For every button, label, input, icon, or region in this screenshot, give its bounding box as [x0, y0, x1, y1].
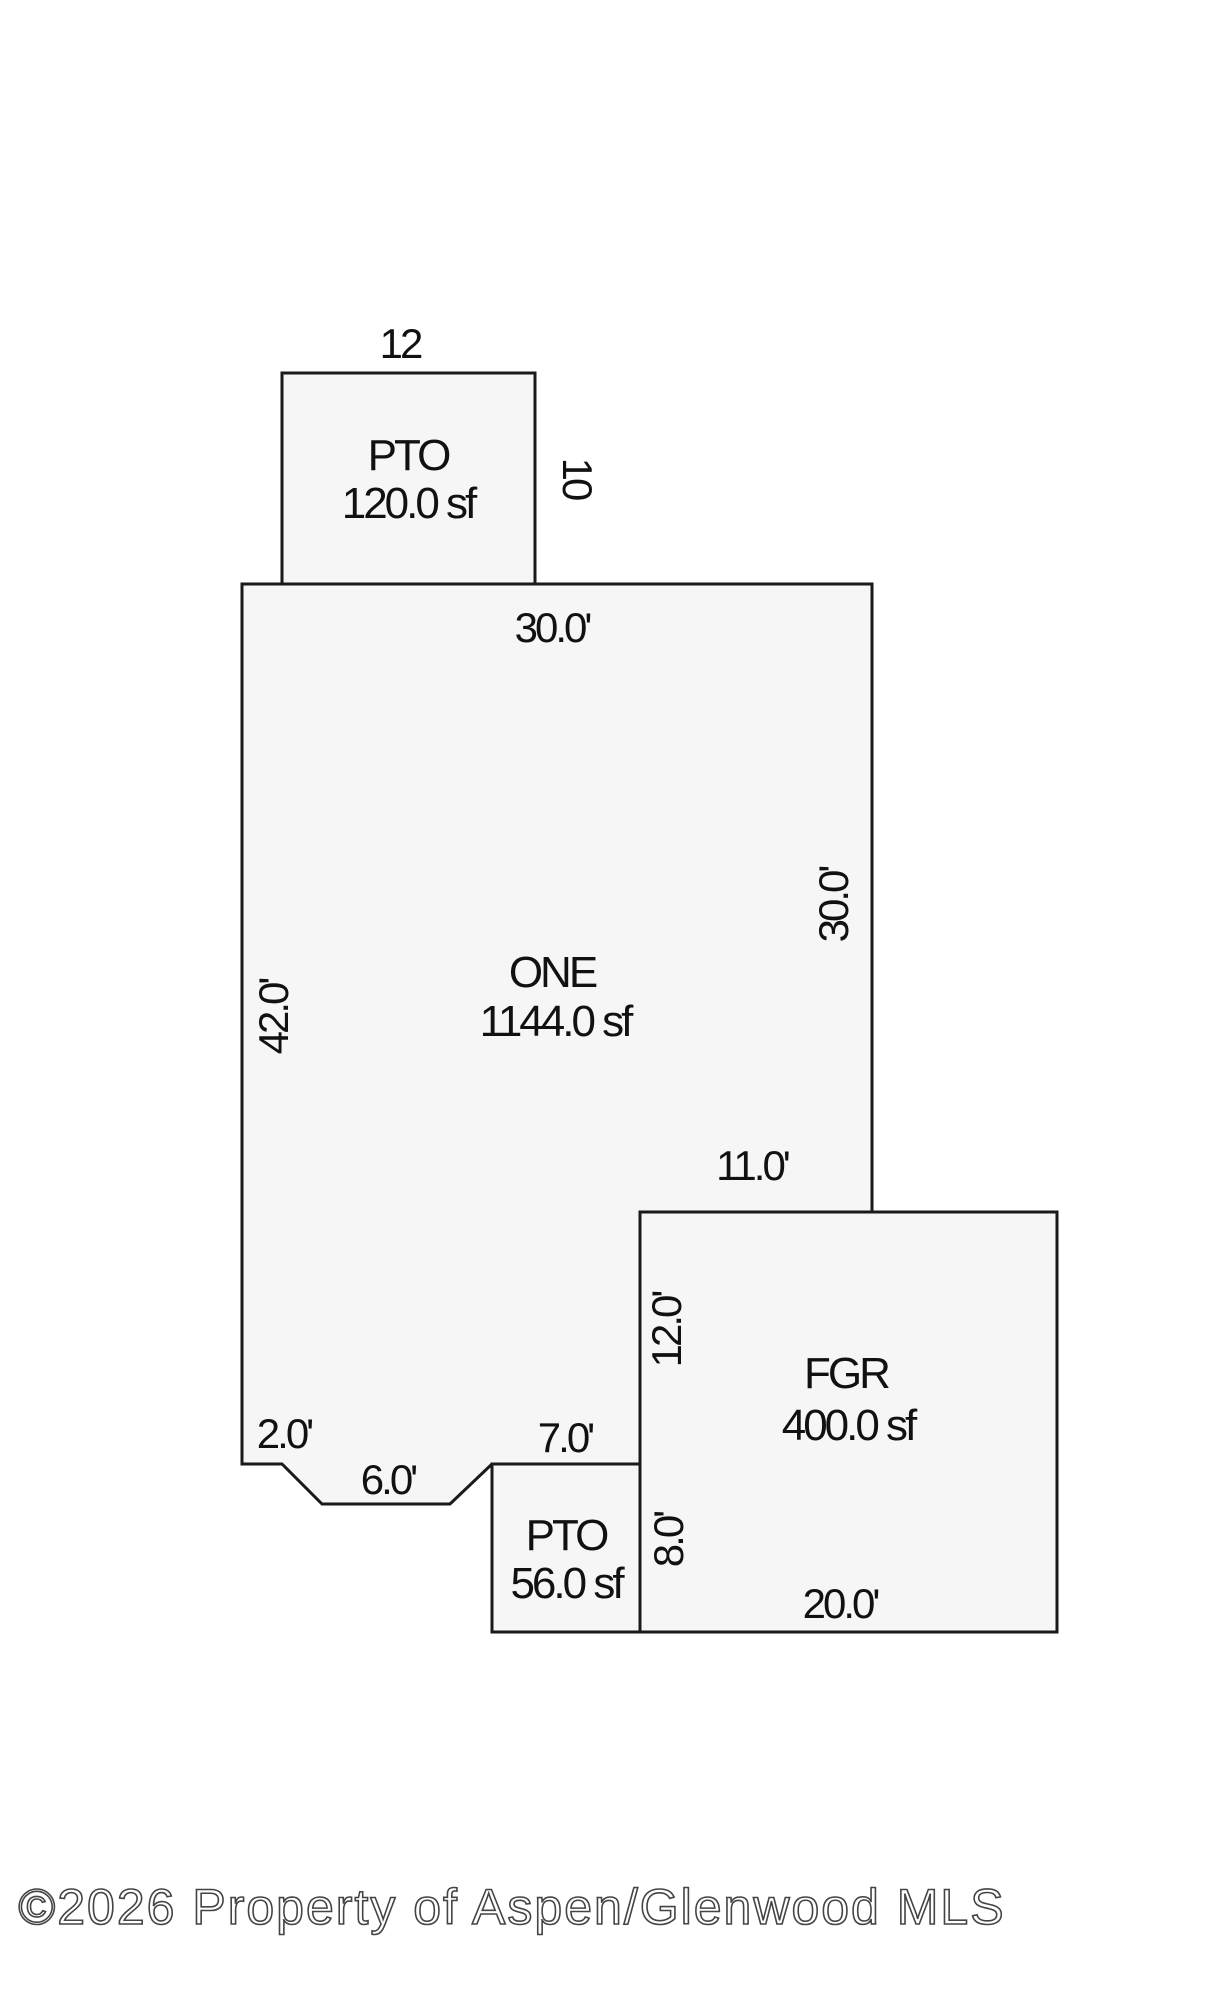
dim-garage-left: 12.0' — [643, 1292, 690, 1368]
dim-patio-top-depth: 10 — [554, 458, 601, 500]
patio-top-name: PTO — [368, 431, 450, 480]
garage-area: 400.0 sf — [782, 1401, 918, 1450]
dim-main-right: 30.0' — [810, 867, 857, 943]
dim-corner-bottom: 6.0' — [361, 1456, 416, 1503]
patio-bottom-name: PTO — [526, 1511, 608, 1560]
patio-top-outline — [280, 371, 537, 586]
main-room-area: 1144.0 sf — [480, 997, 635, 1046]
dim-main-step: 11.0' — [716, 1142, 789, 1189]
watermark: ©2026 Property of Aspen/Glenwood MLS — [18, 1879, 1005, 1935]
patio-bottom-outline — [490, 1462, 642, 1634]
dim-patio-bottom-side: 8.0' — [645, 1512, 692, 1567]
dim-main-top: 30.0' — [515, 604, 591, 651]
dim-notch: 7.0' — [538, 1414, 593, 1461]
dim-main-left: 42.0' — [250, 979, 297, 1055]
dim-garage-bottom: 20.0' — [803, 1580, 879, 1627]
dim-patio-top-width: 12 — [380, 320, 422, 367]
garage-outline — [638, 1210, 1059, 1634]
patio-top-area: 120.0 sf — [342, 479, 478, 528]
garage-name: FGR — [804, 1349, 889, 1398]
dim-corner-left: 2.0' — [257, 1410, 312, 1457]
patio-bottom-area: 56.0 sf — [510, 1559, 625, 1608]
main-room-name: ONE — [509, 948, 597, 997]
